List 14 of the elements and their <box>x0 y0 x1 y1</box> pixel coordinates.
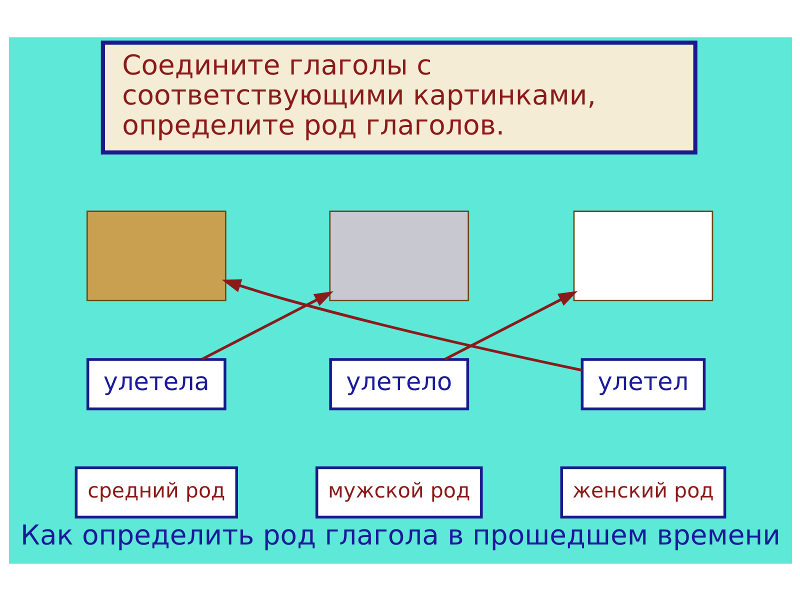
node-box <box>328 210 469 301</box>
node-box: мужской род <box>314 466 482 518</box>
arrow <box>444 290 578 360</box>
node-box <box>86 210 226 301</box>
node-box: Соедините глаголы с соответствующими картинками, определите род глаголов. <box>100 40 697 154</box>
arrow <box>221 278 582 372</box>
node-box: улетело <box>328 358 469 410</box>
node-box: средний род <box>74 466 238 518</box>
node-box: женский род <box>560 466 726 518</box>
node-box: улетела <box>86 358 226 410</box>
node-box: улетел <box>580 358 706 410</box>
arrow <box>200 290 333 360</box>
caption: Как определить род глагола в прошедшем времени <box>20 520 780 552</box>
node-box <box>572 210 713 301</box>
